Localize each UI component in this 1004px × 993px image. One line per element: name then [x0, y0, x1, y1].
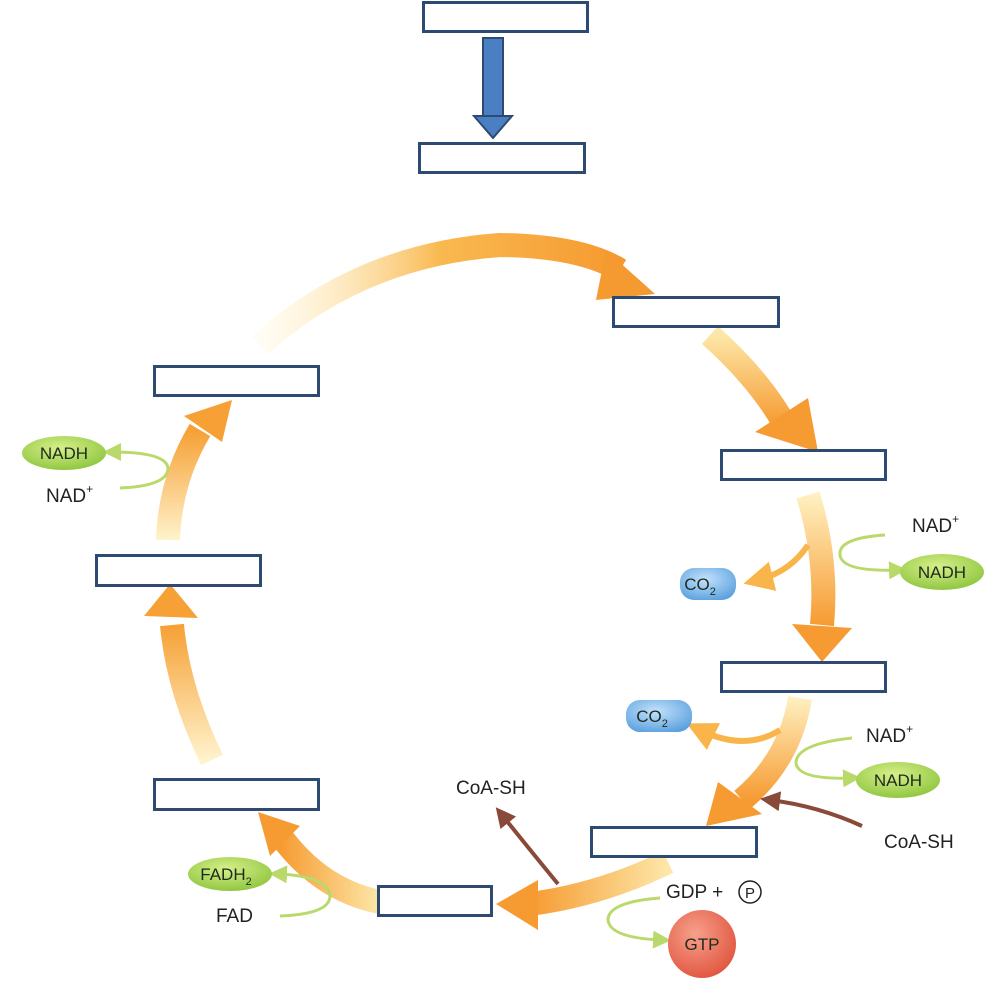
svg-text:GTP: GTP [685, 935, 720, 954]
left-arrow-1 [160, 623, 223, 766]
blank-box-step-4[interactable] [720, 661, 887, 693]
left-arrowhead-1 [144, 584, 198, 618]
blank-box-step-5[interactable] [590, 826, 758, 858]
nadh-molecule-right-1: NADH [900, 554, 984, 590]
nadh-curve-right-1 [838, 533, 907, 580]
top-arc-arrowhead [596, 250, 655, 300]
svg-text:NAD+: NAD+ [866, 722, 913, 747]
svg-text:CO2: CO2 [684, 575, 716, 598]
fadh-curve [269, 865, 332, 918]
gtp-curve [606, 896, 671, 949]
bottom-arrow [528, 851, 674, 916]
svg-text:P: P [745, 885, 755, 902]
bottom-arrowhead [496, 880, 538, 930]
right-arrowhead-2 [792, 624, 852, 662]
right-arrow-1 [701, 326, 796, 431]
co2-curve-2 [686, 723, 782, 751]
left-arrow-2 [156, 423, 211, 541]
right-arrow-3 [734, 695, 812, 810]
bottom-left-arrowhead [258, 812, 300, 856]
svg-text:NAD+: NAD+ [46, 482, 93, 507]
nadh-curve-right-2 [794, 736, 861, 788]
svg-text:NADH: NADH [874, 771, 922, 790]
svg-text:FADH2: FADH2 [200, 865, 251, 888]
nad-label-left: NAD+ [46, 482, 93, 507]
left-arrowhead-2 [184, 400, 232, 442]
nad-label-right-1: NAD+ [912, 512, 959, 537]
entry-down-arrow [471, 37, 515, 140]
bottom-left-arrow [270, 827, 383, 914]
co2-molecule-2: CO2 [626, 700, 692, 732]
blank-box-step-6[interactable] [377, 885, 493, 917]
svg-text:GDP +: GDP + [666, 882, 723, 903]
blank-box-step-7[interactable] [153, 778, 320, 811]
svg-text:NADH: NADH [40, 444, 88, 463]
coa-sh-label-in: CoA-SH [884, 832, 954, 853]
nadh-molecule-right-2: NADH [856, 762, 940, 798]
fadh2-molecule: FADH2 [188, 857, 272, 891]
blank-box-top-input[interactable] [422, 1, 589, 33]
co2-curve-1 [743, 543, 811, 591]
right-arrowhead-1 [755, 398, 818, 452]
top-arc-arrow [251, 232, 627, 354]
blank-box-step-9[interactable] [153, 365, 320, 397]
blank-box-step-3[interactable] [720, 449, 887, 481]
svg-text:NAD+: NAD+ [912, 512, 959, 537]
coa-out-arrow [495, 807, 560, 886]
right-arrow-2 [796, 491, 836, 627]
gtp-molecule: GTP [668, 910, 736, 978]
right-arrowhead-3 [706, 782, 762, 826]
fad-label: FAD [216, 906, 253, 927]
nadh-curve-left [103, 443, 170, 490]
nadh-molecule-left: NADH [22, 436, 106, 470]
svg-text:NADH: NADH [918, 563, 966, 582]
blank-box-step-8[interactable] [95, 554, 262, 587]
co2-molecule-1: CO2 [680, 568, 736, 600]
coa-sh-label-out: CoA-SH [456, 778, 526, 799]
coa-in-arrow [760, 791, 863, 828]
svg-text:CO2: CO2 [636, 707, 668, 730]
nad-label-right-2: NAD+ [866, 722, 913, 747]
blank-box-cycle-entry[interactable] [418, 142, 586, 174]
blank-box-step-2[interactable] [612, 296, 780, 328]
gdp-phosphate-label: GDP + P [666, 880, 762, 904]
